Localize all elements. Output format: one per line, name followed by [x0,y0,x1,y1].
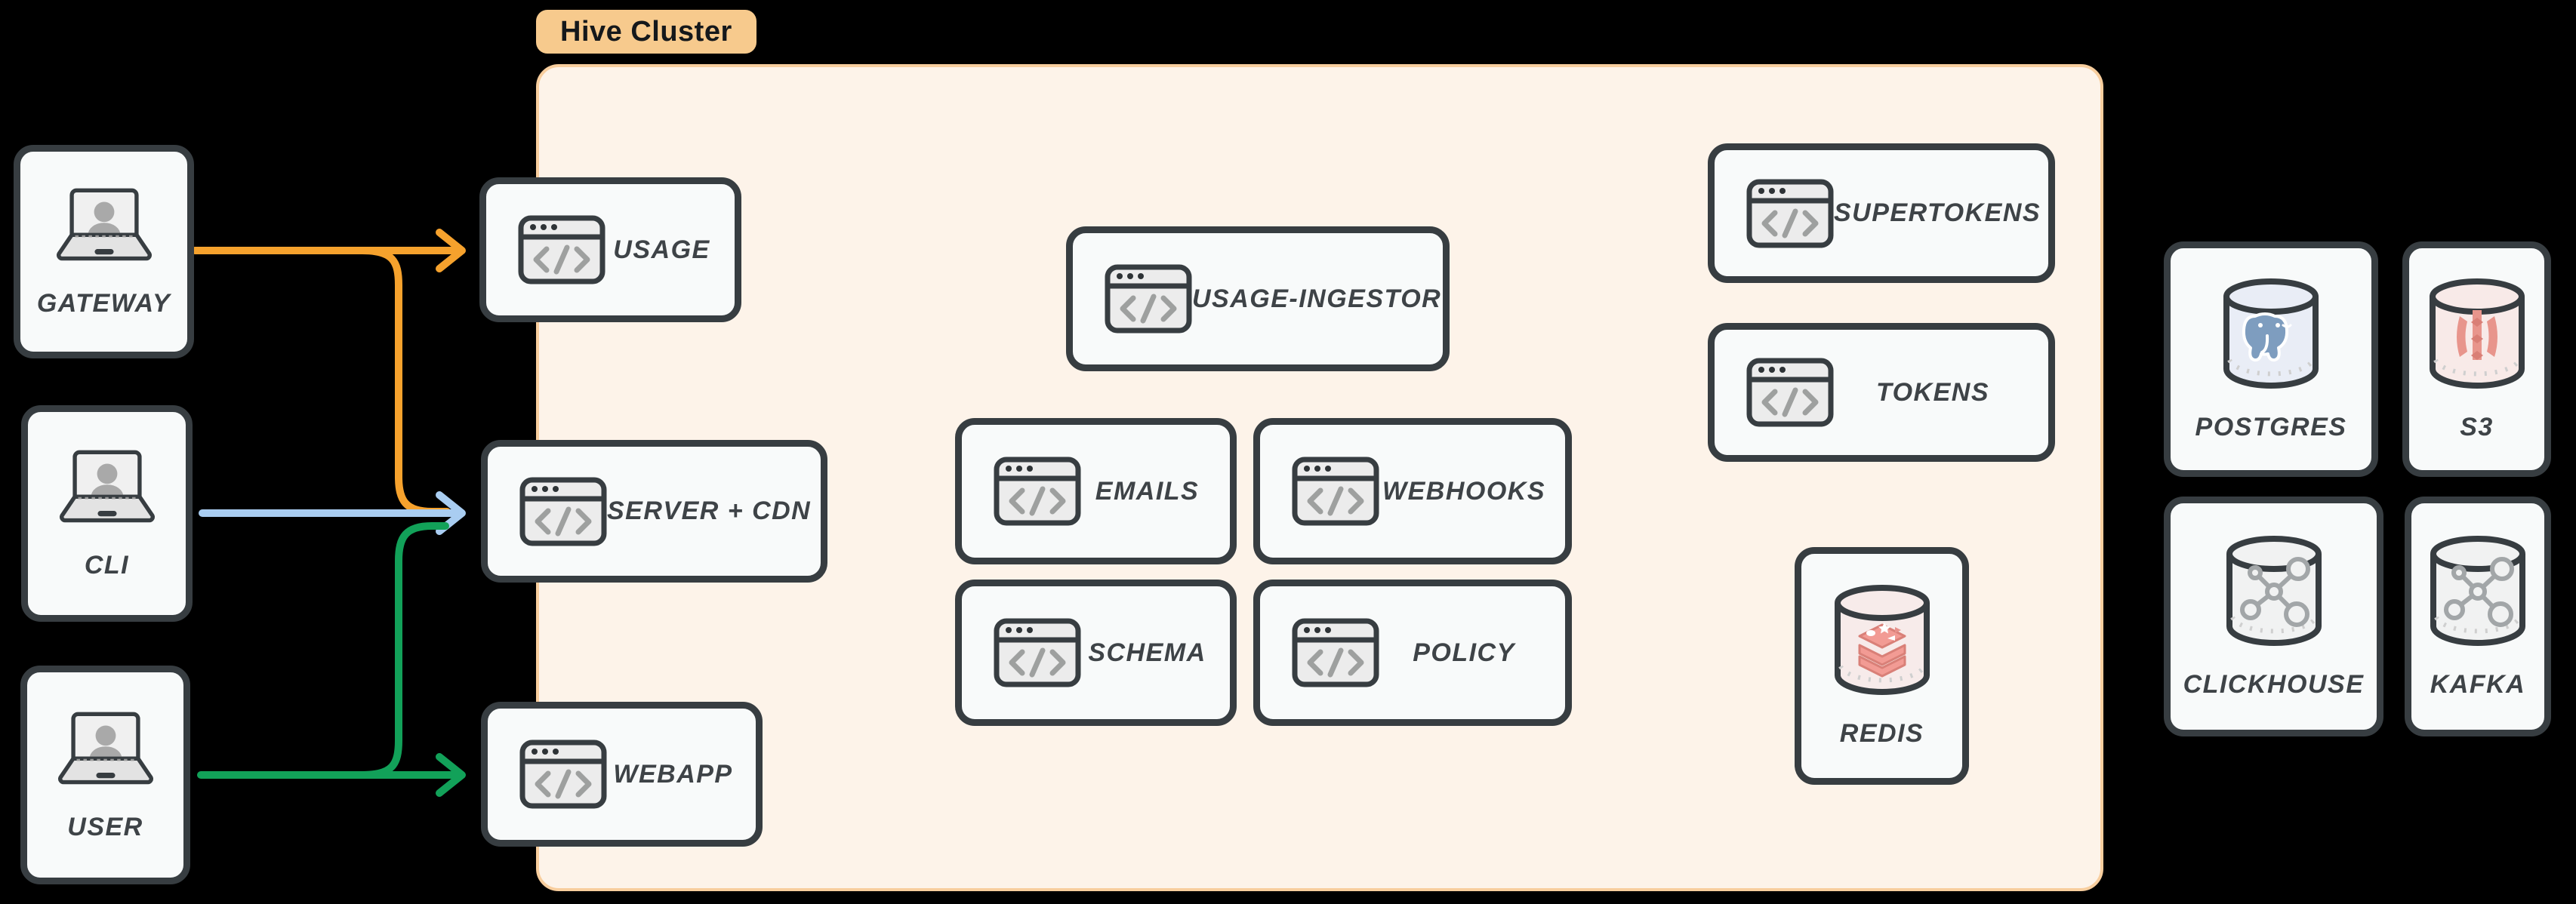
datastore-label-redis: REDIS [1839,719,1924,748]
laptop-user-icon [47,185,162,269]
service-label-server-cdn: SERVER + CDN [607,497,812,525]
service-node-server-cdn: SERVER + CDN [481,440,827,583]
service-node-webhooks: WEBHOOKS [1253,418,1572,564]
service-label-emails: EMAILS [1095,476,1200,506]
datastore-node-redis: REDIS [1795,547,1969,785]
code-window-icon [994,457,1081,526]
datastore-label-kafka: KAFKA [2430,669,2526,699]
laptop-user-icon [50,447,165,531]
postgres-database-icon [2220,277,2322,390]
service-label-webapp: WEBAPP [613,759,733,789]
datastore-node-s3: S3 [2402,241,2551,477]
hive-cluster-label: Hive Cluster [536,10,756,54]
code-window-icon [1105,264,1192,334]
service-label-usage: USAGE [613,235,710,264]
service-label-tokens: TOKENS [1875,377,1990,407]
client-label-gateway: GATEWAY [36,289,171,318]
service-node-policy: POLICY [1253,580,1572,726]
service-label-usage-ingestor: USAGE-INGESTOR [1192,284,1442,313]
service-node-schema: SCHEMA [955,580,1237,726]
datastore-node-kafka: KAFKA [2405,497,2551,736]
code-window-icon [1746,179,1834,248]
code-window-icon [1292,618,1379,687]
client-node-user: USER [20,666,190,884]
datastore-node-clickhouse: CLICKHOUSE [2164,497,2383,736]
laptop-user-icon [48,709,163,793]
kafka-database-icon [2427,534,2528,647]
s3-database-icon [2427,277,2528,390]
service-label-policy: POLICY [1413,638,1515,667]
datastore-label-postgres: POSTGRES [2195,412,2347,441]
code-window-icon [1292,457,1379,526]
edge-user-webapp-arrowhead [436,753,466,797]
service-node-tokens: TOKENS [1708,323,2055,462]
service-node-webapp: WEBAPP [481,702,763,847]
service-node-supertokens: SUPERTOKENS [1708,143,2055,283]
client-node-gateway: GATEWAY [14,145,194,358]
datastore-node-postgres: POSTGRES [2164,241,2378,477]
redis-database-icon [1832,583,1933,696]
edge-gateway-usage-arrowhead [436,229,466,272]
service-node-emails: EMAILS [955,418,1237,564]
service-node-usage: USAGE [479,177,741,322]
client-label-cli: CLI [84,551,130,580]
client-node-cli: CLI [21,405,193,622]
service-label-schema: SCHEMA [1088,638,1206,667]
code-window-icon [519,477,607,546]
edge-gateway-servercdn [359,247,451,515]
datastore-label-clickhouse: CLICKHOUSE [2183,669,2365,699]
code-window-icon [518,215,605,284]
service-label-supertokens: SUPERTOKENS [1834,198,2041,227]
code-window-icon [1746,358,1834,427]
edge-cli-servercdn-arrowhead [436,491,466,535]
code-window-icon [994,618,1081,687]
client-label-user: USER [67,812,143,841]
code-window-icon [519,739,607,809]
service-node-usage-ingestor: USAGE-INGESTOR [1066,226,1450,371]
edge-user-servercdn [359,522,449,779]
service-label-webhooks: WEBHOOKS [1382,476,1545,506]
datastore-label-s3: S3 [2460,412,2494,441]
clickhouse-database-icon [2223,534,2325,647]
